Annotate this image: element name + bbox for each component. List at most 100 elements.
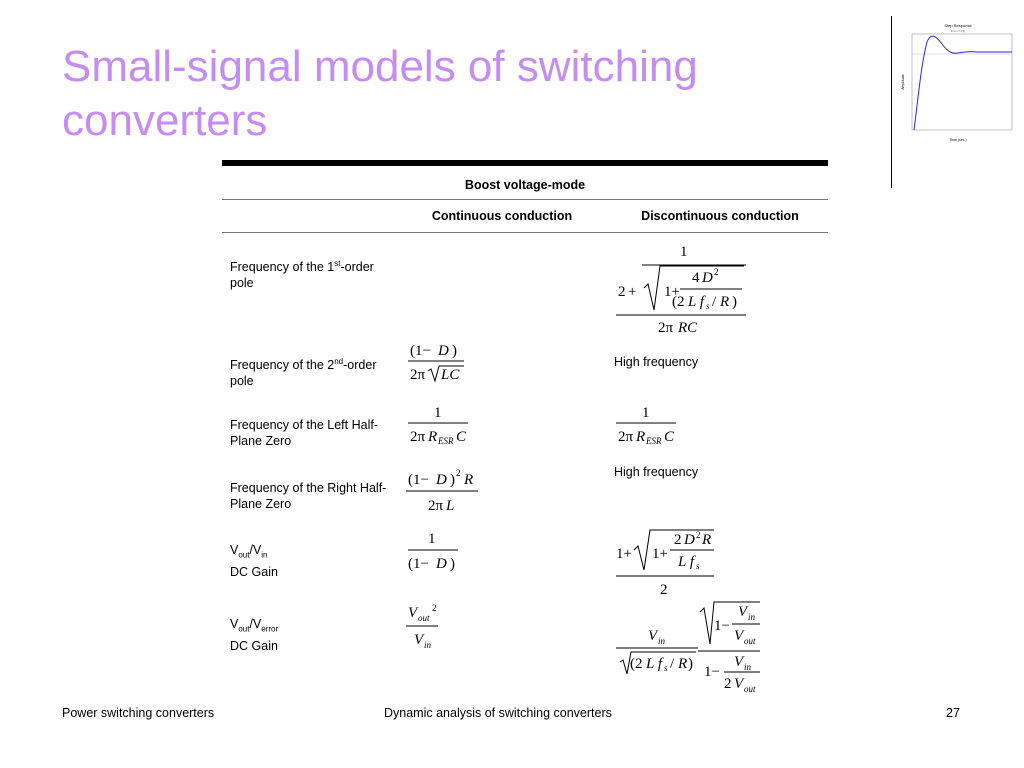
boost-table: Boost voltage-mode Continuous conduction… (222, 160, 828, 700)
table-rule-2 (222, 232, 828, 233)
row-label-vout-verror: Vout/Verror DC Gain (230, 617, 279, 653)
col-header-ccm: Continuous conduction (431, 209, 573, 223)
thumb-plot-frame (911, 33, 1013, 131)
svg-text:V: V (734, 676, 745, 692)
svg-text:(1−: (1− (410, 343, 431, 359)
svg-text:2: 2 (724, 676, 732, 692)
svg-text:V: V (414, 632, 425, 648)
svg-text:R: R (677, 656, 687, 672)
svg-text:LC: LC (440, 367, 460, 383)
svg-text:4: 4 (692, 270, 700, 286)
svg-text:2π: 2π (658, 320, 674, 336)
svg-text:out: out (744, 684, 756, 694)
svg-text:1+: 1+ (664, 284, 680, 300)
svg-text:2: 2 (456, 468, 461, 478)
svg-text:D: D (683, 532, 695, 548)
row-label-pole1: Frequency of the 1st-order pole (230, 259, 374, 291)
svg-text:s: s (696, 561, 700, 571)
svg-text:D: D (701, 270, 713, 286)
svg-text:2: 2 (714, 267, 719, 277)
formula-ccm-pole2: (1−D) 2π LC (408, 343, 464, 383)
svg-text:2π: 2π (618, 429, 634, 445)
svg-text:R: R (635, 429, 645, 445)
formula-ccm-vout-vin: 1 (1− D) (408, 531, 458, 572)
slide-title: Small-signal models of switching convert… (62, 40, 862, 148)
page-number: 27 (946, 706, 960, 720)
row-label-lhp-zero: Frequency of the Left Half-Plane Zero (230, 418, 378, 448)
dcm-pole2-text: High frequency (614, 355, 699, 369)
svg-text:(2: (2 (672, 294, 685, 310)
svg-text:1+: 1+ (616, 546, 632, 562)
svg-text:L: L (445, 498, 454, 514)
svg-text:2π: 2π (410, 429, 426, 445)
svg-text:): ) (450, 472, 455, 488)
title-line-1: Small-signal models of switching (62, 42, 698, 91)
svg-text:1−: 1− (704, 664, 720, 680)
svg-text:L f: L f (645, 656, 664, 672)
row-label-pole2: Frequency of the 2nd-order pole (230, 357, 377, 389)
svg-text:R: R (427, 429, 437, 445)
svg-text:2: 2 (696, 530, 701, 540)
svg-text:V: V (408, 605, 419, 621)
svg-text:C: C (456, 429, 467, 445)
svg-text:1: 1 (642, 405, 650, 421)
svg-text:V: V (734, 628, 745, 644)
svg-text:/: / (712, 294, 717, 310)
svg-text:1−: 1− (714, 618, 730, 634)
svg-text:R: R (701, 532, 711, 548)
svg-text:): ) (732, 294, 737, 310)
svg-text:L f: L f (687, 294, 706, 310)
svg-text:out: out (744, 636, 756, 646)
svg-text:2π: 2π (428, 498, 444, 514)
table-rule-1 (222, 199, 828, 200)
svg-text:(1−: (1− (408, 556, 429, 572)
thumb-xlabel: Time (sec.) (949, 138, 966, 142)
svg-text:(1−: (1− (408, 472, 429, 488)
svg-text:2: 2 (674, 532, 682, 548)
svg-text:R: R (719, 294, 729, 310)
svg-text:2: 2 (660, 582, 668, 598)
svg-text:2: 2 (432, 603, 437, 613)
svg-text:out: out (418, 613, 430, 623)
thumb-ylabel: Amplitude (901, 74, 905, 90)
svg-text:+: + (628, 284, 636, 300)
thumb-curve (913, 35, 1012, 131)
svg-text:/: / (670, 656, 675, 672)
svg-text:1+: 1+ (652, 546, 668, 562)
svg-text:2π: 2π (410, 367, 426, 383)
dcm-rhp-zero-text: High frequency (614, 465, 699, 479)
step-response-thumbnail: Step Response From: U(1) Time (sec.) Amp… (901, 23, 1013, 142)
svg-text:s: s (706, 301, 710, 311)
svg-text:V: V (648, 628, 659, 644)
svg-text:): ) (688, 656, 693, 672)
svg-text:): ) (452, 343, 457, 359)
svg-text:R: R (463, 472, 473, 488)
thumb-subtitle: From: U(1) (951, 29, 966, 33)
svg-text:D: D (435, 556, 447, 572)
title-line-2: converters (62, 96, 268, 145)
col-header-dcm: Discontinuous conduction (641, 209, 799, 223)
svg-text:1: 1 (428, 531, 436, 547)
svg-text:in: in (748, 612, 756, 622)
table-top-rule (222, 160, 828, 166)
svg-text:2: 2 (618, 284, 626, 300)
thumb-title: Step Response (944, 23, 972, 28)
svg-text:V: V (738, 604, 749, 620)
table-caption: Boost voltage-mode (464, 178, 586, 192)
svg-text:C: C (664, 429, 675, 445)
svg-text:L f: L f (677, 554, 696, 570)
svg-text:RC: RC (677, 320, 698, 336)
svg-text:in: in (744, 662, 752, 672)
footer-left: Power switching converters (62, 706, 215, 720)
svg-text:in: in (424, 640, 432, 650)
svg-text:in: in (658, 636, 666, 646)
svg-text:V: V (734, 654, 745, 670)
svg-text:s: s (664, 663, 668, 673)
svg-text:): ) (450, 556, 455, 572)
svg-text:(2: (2 (630, 656, 643, 672)
svg-text:1: 1 (680, 244, 688, 260)
